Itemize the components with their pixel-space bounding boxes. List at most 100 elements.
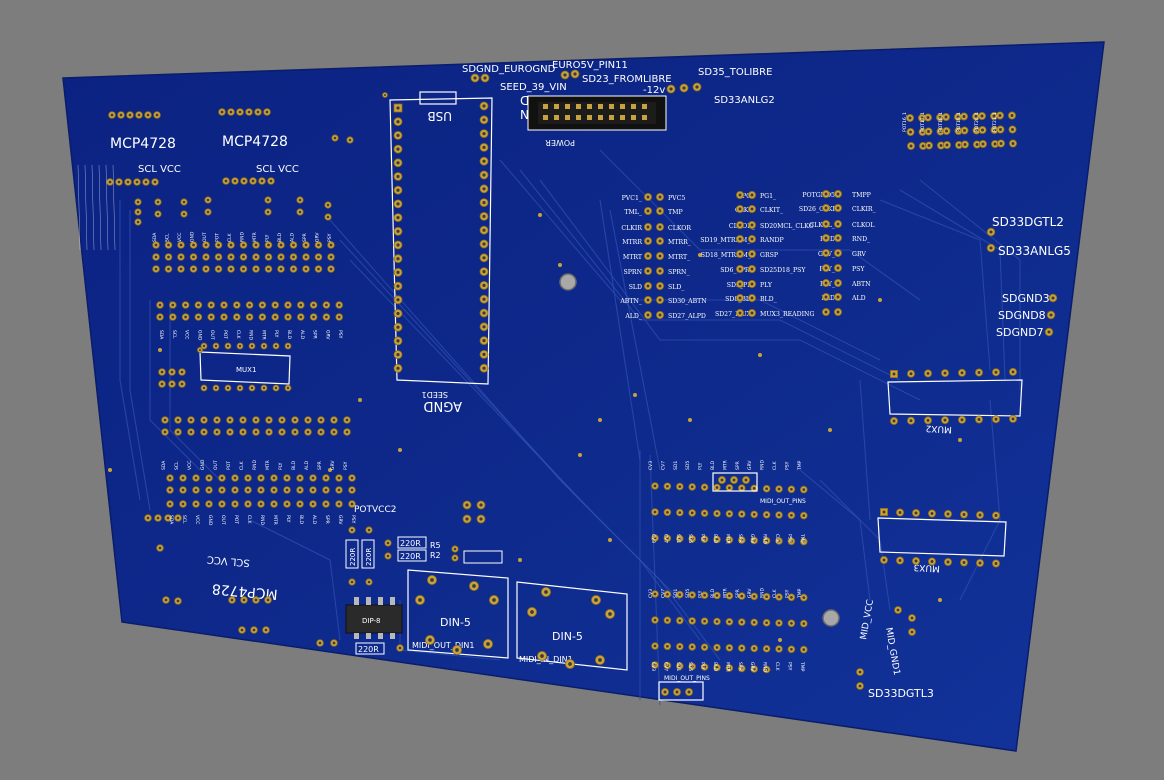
pad [675, 662, 684, 670]
pad [666, 84, 676, 94]
pot-pin-label: GRV [749, 662, 755, 672]
pad [302, 265, 310, 273]
pad [244, 474, 252, 482]
tiny-pin-label: GND [196, 330, 202, 341]
signal-pin-label: MTRT [623, 254, 643, 261]
pad [231, 486, 239, 494]
pad [787, 511, 796, 520]
pad [595, 655, 606, 666]
pad [656, 192, 665, 201]
pad [330, 428, 338, 436]
pad [231, 177, 239, 185]
pad [189, 253, 198, 261]
pad [479, 142, 489, 152]
pad [725, 617, 734, 626]
power-header-labels: SDGND_EUROGND EURO5V_PIN11 SEED_39_VIN S… [462, 60, 775, 147]
pad [213, 416, 221, 424]
tiny-pin-label: PLY [285, 515, 291, 523]
signal-pin-label: SD27_ALPD [668, 313, 706, 320]
pad [644, 236, 653, 245]
pad [958, 368, 967, 377]
label-mux2: MUX2 [925, 423, 952, 434]
pad [249, 177, 257, 185]
pad [161, 428, 169, 436]
pad [896, 508, 905, 517]
pad [750, 665, 758, 673]
signal-pin-label: PVC5 [668, 195, 685, 202]
pot-pin-label: PSY [786, 662, 792, 671]
pot-pin-label: GRV [747, 460, 753, 470]
pad [257, 474, 265, 482]
pad [393, 213, 403, 223]
pad [748, 204, 757, 213]
pad [166, 474, 174, 482]
pad [365, 526, 373, 534]
pot-pin-label: SD1 [675, 534, 681, 543]
pad [214, 265, 223, 273]
left-pin-columns: SDASDASDASDASCLSCLSCLSCLVCCVCCVCCVCCGNDG… [77, 164, 356, 526]
pad [260, 384, 268, 392]
pad [124, 178, 132, 186]
pad [924, 416, 933, 425]
pad [330, 416, 338, 424]
pad [799, 537, 808, 546]
pad [196, 346, 203, 353]
signal-pin-label: ALD [851, 295, 866, 302]
label-minus-12v: -12v [643, 85, 665, 96]
pad [685, 688, 694, 697]
label-euro5v-pin11: EURO5V_PIN11 [552, 60, 628, 71]
pot-pin-label: SPR [735, 461, 741, 470]
signal-pin-label: TMP [668, 209, 683, 216]
pot-pin-label: RND [760, 460, 766, 470]
signal-pin-label: SPRN [624, 269, 643, 276]
pad [227, 108, 235, 116]
mux2-chip: MUX2 [887, 379, 1023, 434]
signal-pin-label: SD18_MTRNM_L [701, 252, 755, 259]
pad [284, 342, 292, 350]
pad [245, 301, 254, 309]
pad [126, 111, 134, 119]
pad [479, 294, 489, 304]
label-mux1: MUX1 [236, 366, 256, 374]
pad [468, 581, 479, 592]
pad [834, 189, 843, 198]
tiny-pin-label: MTR [252, 232, 258, 242]
pad [736, 234, 745, 243]
label-sd23-fromlibre: SD23_FROMLIBRE [582, 74, 672, 85]
pad [174, 428, 182, 436]
pad [663, 534, 672, 543]
pad [912, 508, 921, 517]
pad [252, 596, 260, 604]
pot-pin-label: CV7 [660, 461, 666, 470]
tiny-pin-label: RND [248, 330, 254, 340]
pad [736, 308, 745, 317]
pad [284, 301, 292, 309]
pad [750, 618, 758, 627]
pad [1046, 310, 1056, 320]
pad [166, 486, 174, 494]
label-r2: R2 [430, 551, 441, 560]
signal-pin-label: MTRR_ [668, 239, 692, 246]
pad [537, 651, 548, 662]
pad [605, 609, 616, 620]
pad [152, 253, 160, 261]
pot-pin-label: CLK [774, 662, 780, 672]
pot-pin-label: RND [760, 588, 766, 598]
pot-pin-label: SPR [737, 534, 743, 543]
signal-pin-label: CLKIT_ [760, 207, 784, 214]
pad [700, 483, 709, 492]
pad [673, 688, 682, 697]
pad [834, 233, 843, 242]
pad [302, 241, 310, 249]
pad [322, 486, 330, 494]
pad [169, 313, 177, 321]
pad [700, 591, 709, 599]
pad [651, 482, 659, 490]
pad [348, 474, 356, 482]
pad [978, 112, 987, 121]
pad [192, 474, 200, 482]
pad [748, 264, 757, 273]
pad [912, 557, 921, 566]
label-220r-v1: 220R [349, 548, 357, 566]
pad [961, 140, 970, 149]
